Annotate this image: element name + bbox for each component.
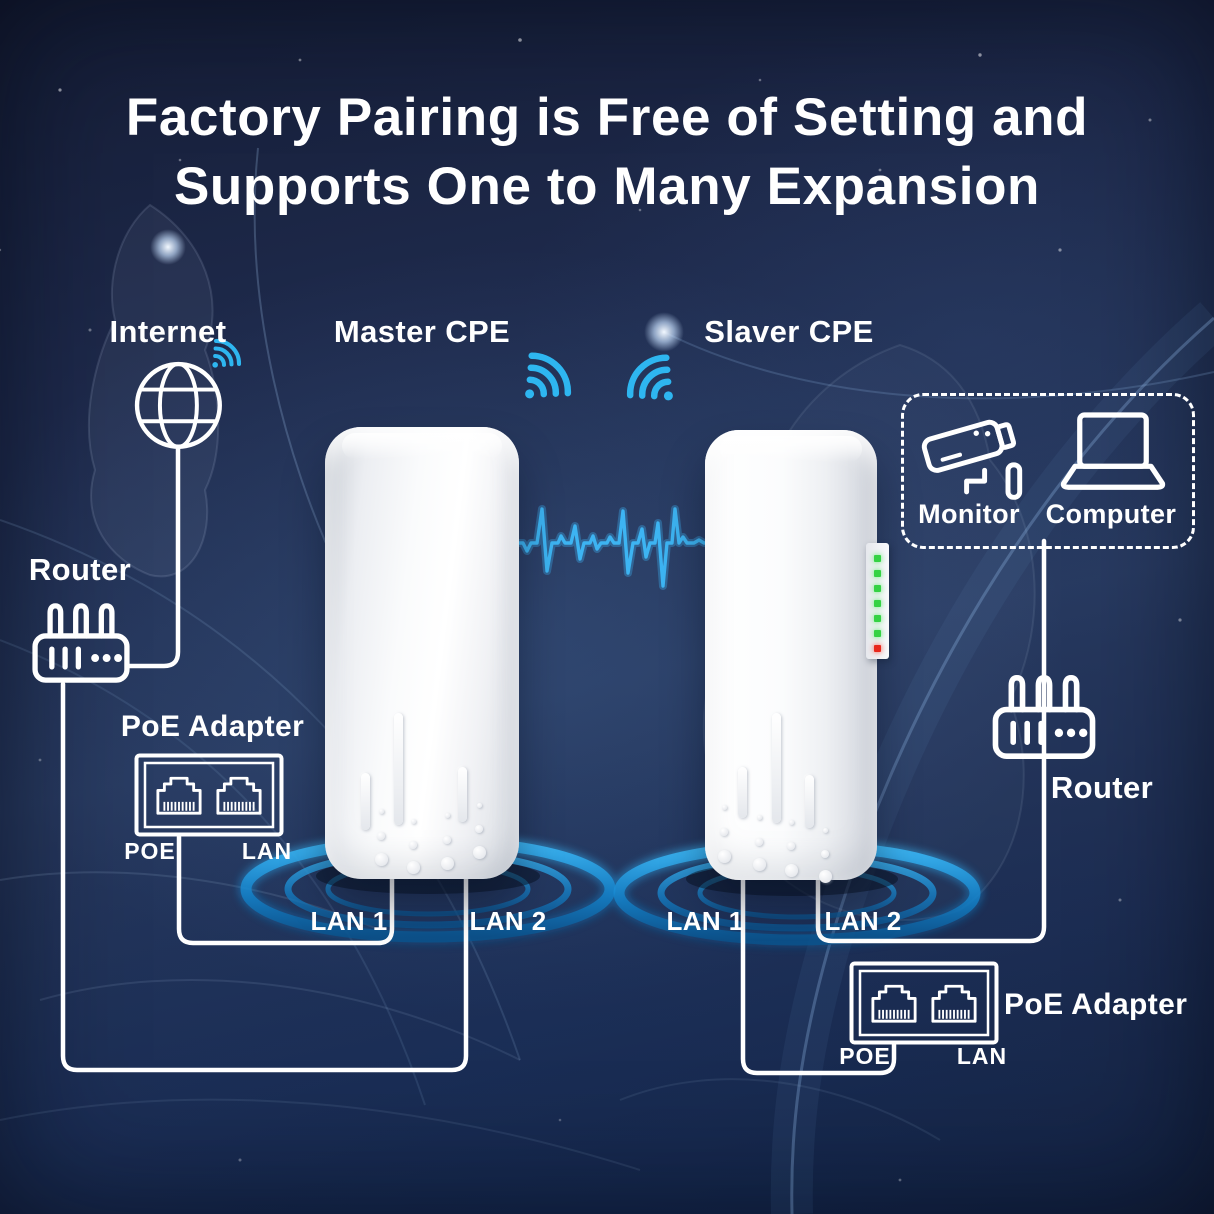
device-rib bbox=[738, 767, 747, 818]
wifi-beam-right-icon bbox=[508, 348, 575, 416]
device-rib bbox=[772, 713, 781, 823]
device-rib bbox=[805, 775, 814, 828]
cctv-camera-icon bbox=[921, 419, 1023, 500]
router-left-icon bbox=[35, 606, 127, 680]
router-right-label: Router bbox=[1050, 770, 1154, 805]
master-cpe-device bbox=[325, 427, 519, 879]
poe-port-left-label: POE bbox=[124, 838, 176, 864]
link-poe-to-master-lan1 bbox=[176, 834, 395, 946]
monitor-label: Monitor bbox=[918, 499, 1020, 529]
computer-label: Computer bbox=[1045, 499, 1177, 529]
connection-lines bbox=[60, 444, 1047, 1076]
device-rib bbox=[458, 767, 467, 822]
glow-dot bbox=[150, 229, 186, 265]
poe-adapter-left-icon bbox=[137, 756, 282, 835]
link-internet-to-router bbox=[126, 444, 181, 669]
lan-port-right-label: LAN bbox=[956, 1043, 1008, 1069]
title-line-1: Factory Pairing is Free of Setting and bbox=[125, 88, 1089, 147]
link-router-to-master-lan2 bbox=[60, 681, 469, 1073]
device-rib bbox=[361, 773, 370, 830]
internet-label: Internet bbox=[109, 314, 227, 349]
link-slaver-lan1-to-poe bbox=[740, 873, 897, 1076]
master-lan2-label: LAN 2 bbox=[469, 906, 547, 936]
lan-port-left-label: LAN bbox=[241, 838, 293, 864]
device-rib bbox=[394, 713, 403, 825]
globe-icon bbox=[134, 361, 222, 449]
poe-adapter-right-label: PoE Adapter bbox=[1004, 988, 1188, 1021]
router-left-label: Router bbox=[28, 552, 132, 587]
title-line-2: Supports One to Many Expansion bbox=[173, 156, 1041, 216]
poe-adapter-left-label: PoE Adapter bbox=[120, 710, 305, 743]
wifi-beam-left-icon bbox=[622, 350, 689, 418]
laptop-icon bbox=[1060, 412, 1166, 490]
link-clients-to-router-to-slaver-lan2 bbox=[815, 538, 1047, 944]
slaver-lan2-label: LAN 2 bbox=[824, 906, 902, 936]
poe-port-right-label: POE bbox=[839, 1043, 891, 1069]
signal-waveform bbox=[493, 505, 717, 590]
poe-adapter-right-icon bbox=[852, 964, 997, 1043]
clients-box: Monitor Computer bbox=[901, 393, 1195, 549]
page-title: Factory Pairing is Free of Setting and S… bbox=[0, 84, 1214, 222]
master-lan1-label: LAN 1 bbox=[310, 906, 388, 936]
slaver-cpe-label: Slaver CPE bbox=[704, 314, 874, 349]
slaver-cpe-device bbox=[705, 430, 889, 883]
slaver-lan1-label: LAN 1 bbox=[666, 906, 744, 936]
led-strip bbox=[866, 543, 889, 659]
master-cpe-label: Master CPE bbox=[333, 314, 511, 349]
glow-dot bbox=[644, 312, 684, 352]
